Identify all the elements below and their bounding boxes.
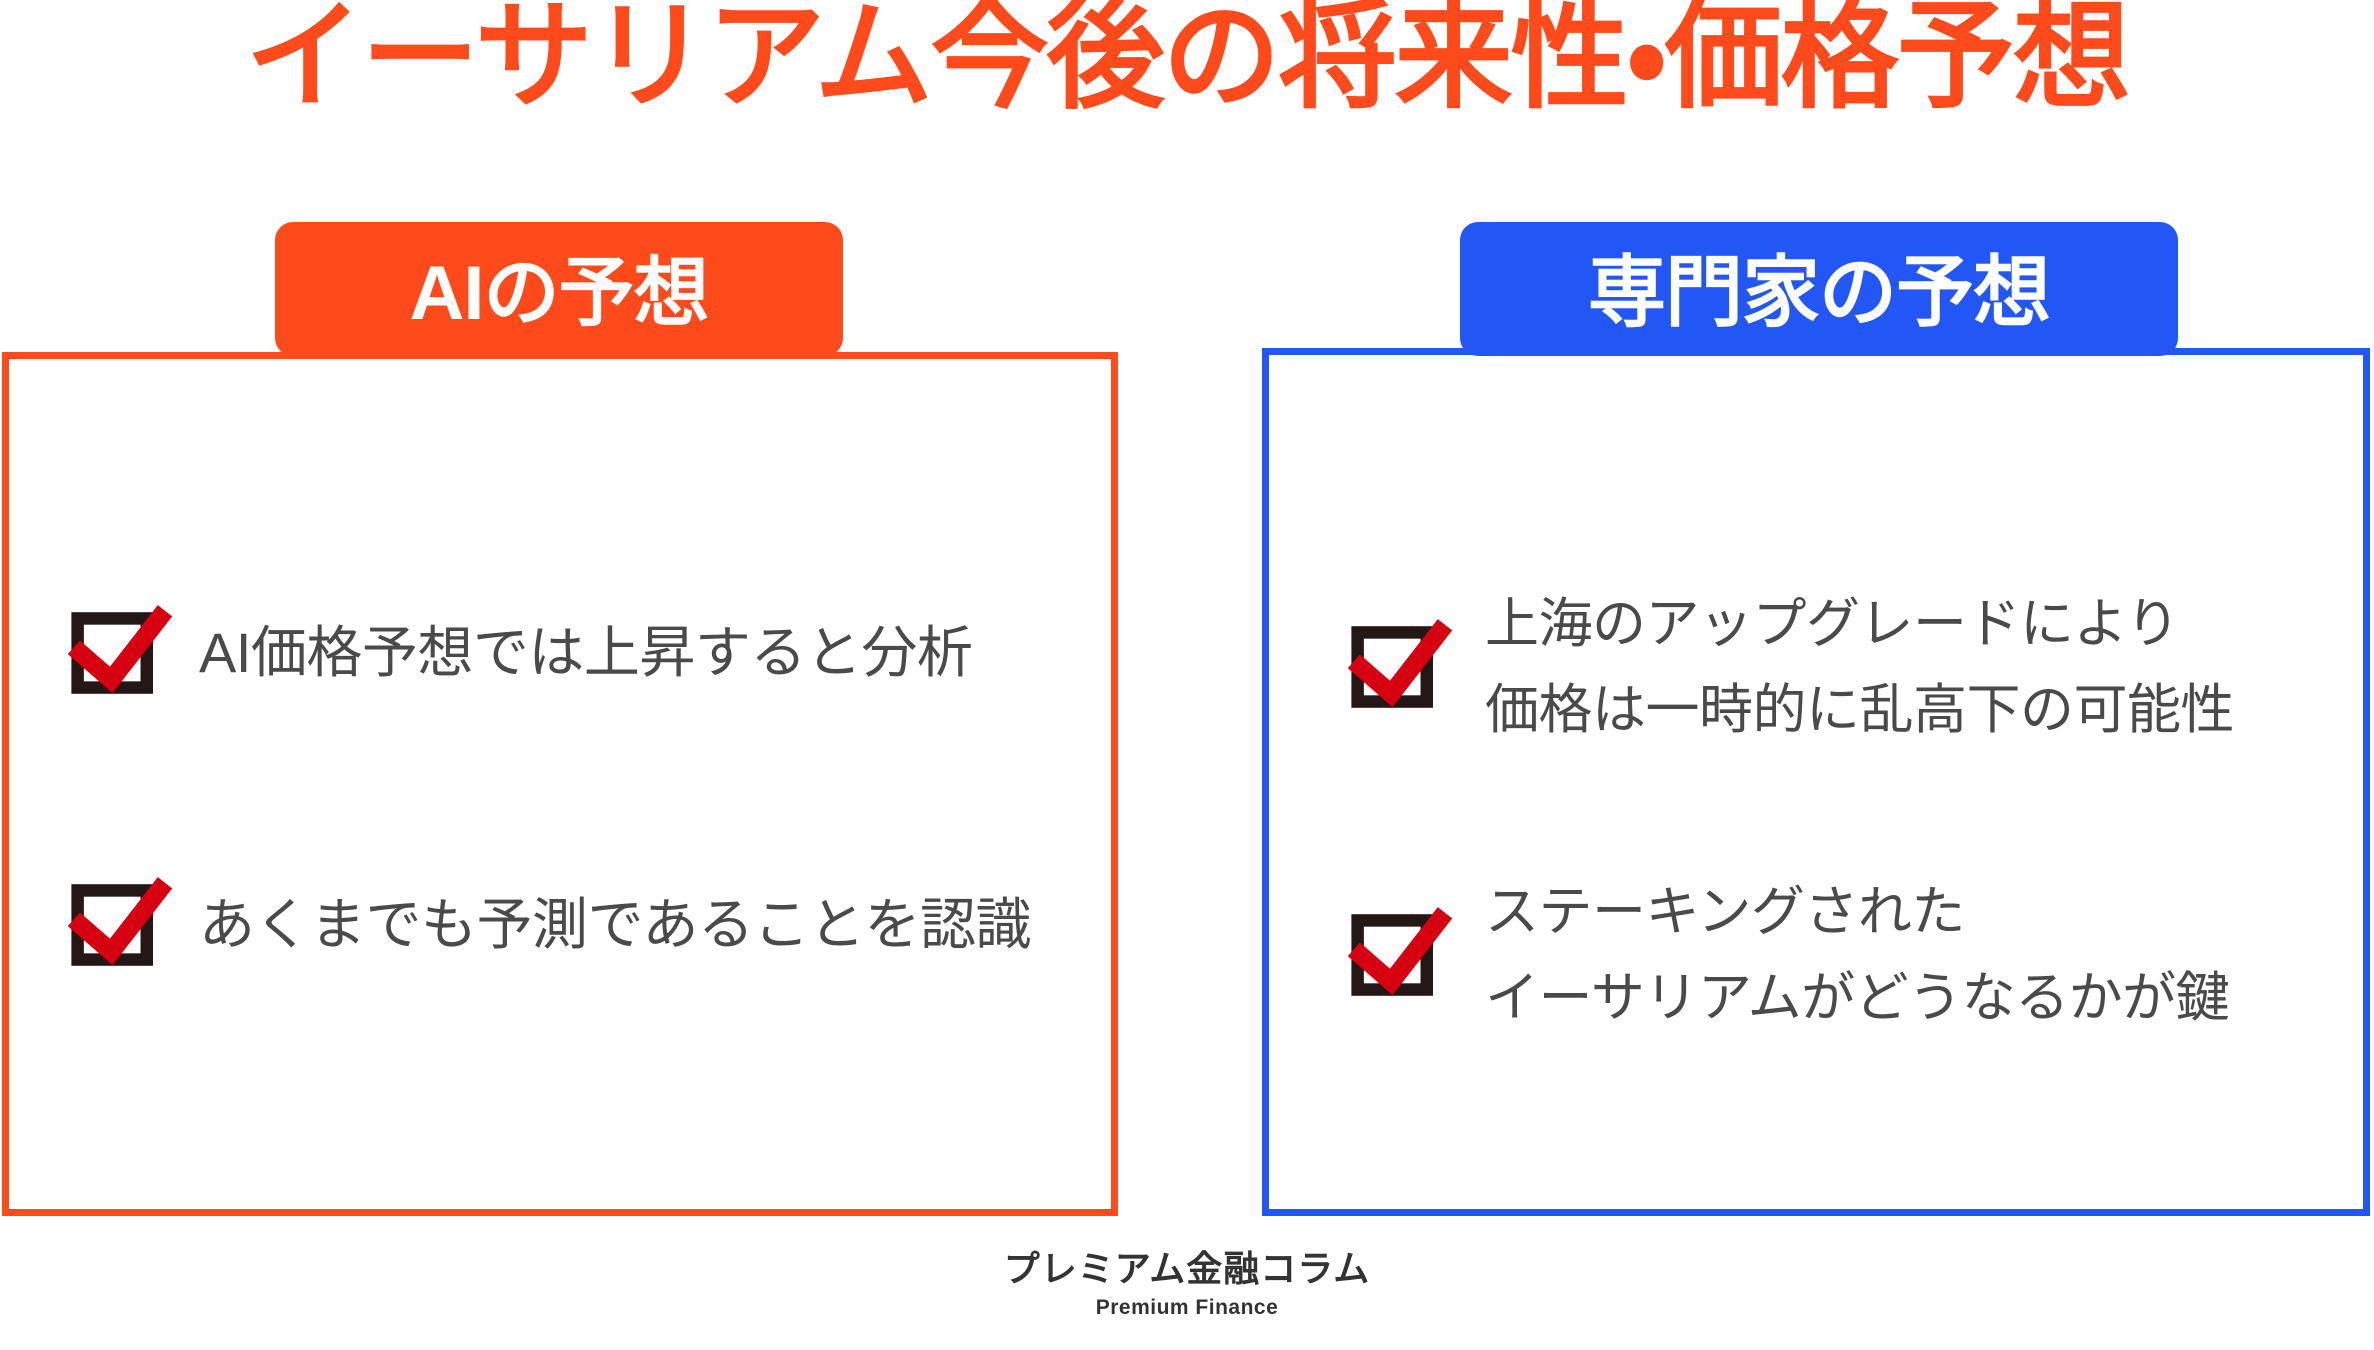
panel-expert-prediction: 上海のアップグレードにより 価格は一時的に乱高下の可能性 ステーキングされた イ… <box>1262 348 2370 1216</box>
list-item-text: あくまでも予測であることを認識 <box>199 885 1031 965</box>
checkbox-checked-icon <box>67 877 173 973</box>
footer-brand-en: Premium Finance <box>1095 1296 1279 1319</box>
badge-ai-prediction: AIの予想 <box>275 222 843 356</box>
list-item: 上海のアップグレードにより 価格は一時的に乱高下の可能性 <box>1347 581 2235 753</box>
list-item: ステーキングされた イーサリアムがどうなるかが鍵 <box>1347 869 2230 1041</box>
badge-expert-prediction: 専門家の予想 <box>1460 222 2178 356</box>
page-title: イーサリアム今後の将来性・価格予想 <box>245 0 2131 123</box>
footer-brand-ja: プレミアム金融コラム <box>1003 1248 1371 1289</box>
list-item-line: あくまでも予測であることを認識 <box>199 893 1031 956</box>
list-item: AI価格予想では上昇すると分析 <box>67 605 973 701</box>
list-item-line: 価格は一時的に乱高下の可能性 <box>1485 680 2235 740</box>
footer-branding: プレミアム金融コラム Premium Finance <box>0 1248 2374 1322</box>
list-item-line: イーサリアムがどうなるかが鍵 <box>1485 968 2230 1028</box>
list-item-text: AI価格予想では上昇すると分析 <box>199 613 973 693</box>
panel-ai-prediction: AI価格予想では上昇すると分析 あくまでも予測であることを認識 <box>2 352 1118 1216</box>
list-item-line: AI価格予想では上昇すると分析 <box>199 621 973 684</box>
list-item-text: 上海のアップグレードにより 価格は一時的に乱高下の可能性 <box>1485 581 2235 753</box>
checkbox-checked-icon <box>1347 619 1453 715</box>
list-item-line: 上海のアップグレードにより <box>1485 594 2180 654</box>
checkbox-checked-icon <box>1347 907 1453 1003</box>
checkbox-checked-icon <box>67 605 173 701</box>
list-item: あくまでも予測であることを認識 <box>67 877 1031 973</box>
list-item-text: ステーキングされた イーサリアムがどうなるかが鍵 <box>1485 869 2230 1041</box>
list-item-line: ステーキングされた <box>1485 882 1965 942</box>
